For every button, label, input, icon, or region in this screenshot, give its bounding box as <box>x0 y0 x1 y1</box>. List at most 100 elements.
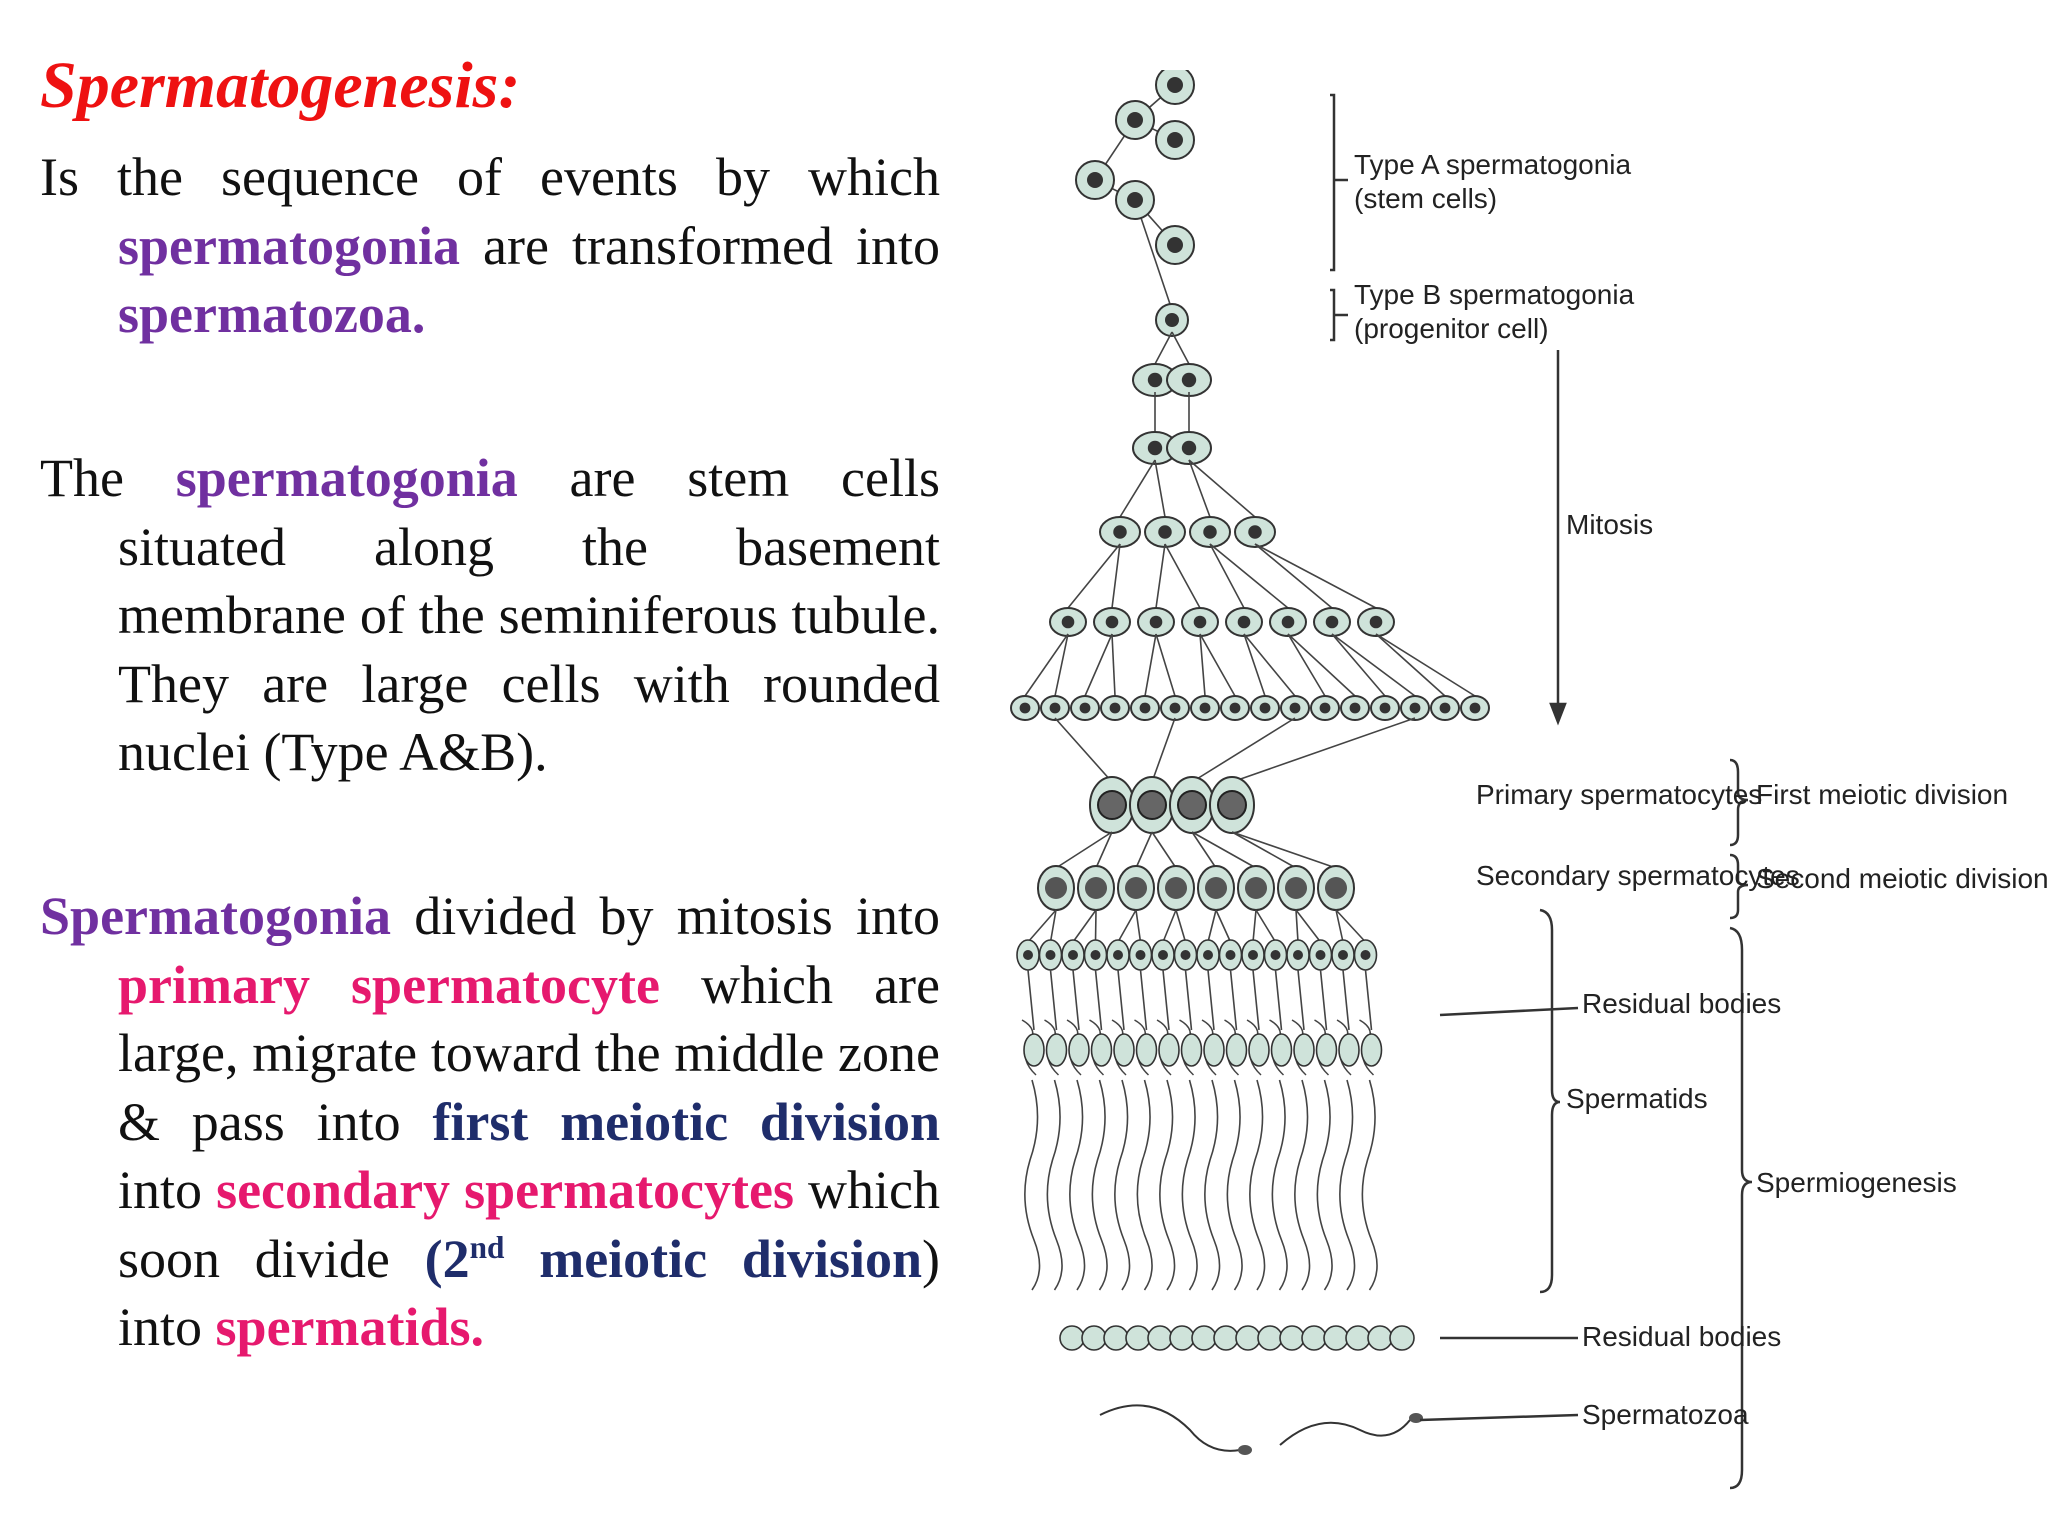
lineage-line <box>1209 543 1245 609</box>
lineage-line <box>1215 909 1232 943</box>
lineage-line <box>1243 633 1296 697</box>
lineage-line <box>1287 633 1356 697</box>
cell-nucleus <box>1061 615 1075 629</box>
lineage-line <box>1199 633 1206 697</box>
label-spermatids: Spermatids <box>1566 1083 1708 1114</box>
residual-body <box>1135 1033 1158 1067</box>
lineage-line <box>1342 969 1350 1031</box>
lineage-line <box>1135 909 1142 943</box>
cell-nucleus <box>1113 525 1127 539</box>
residual-body <box>1235 1325 1261 1351</box>
sperm-tail <box>1181 1079 1198 1291</box>
residual-body <box>1125 1325 1151 1351</box>
lineage-line <box>1229 969 1238 1031</box>
lineage-line <box>1335 909 1344 943</box>
term-secondary-spermatocytes: secondary spermatocytes <box>216 1160 794 1220</box>
lineage-line <box>1375 633 1446 697</box>
residual-body <box>1367 1325 1393 1351</box>
term-spermatogonia: Spermatogonia <box>40 886 391 946</box>
lineage-line <box>1027 969 1035 1031</box>
cell-nucleus <box>1045 877 1067 899</box>
cell-nucleus <box>1167 132 1183 148</box>
diagram-brackets <box>1330 93 1348 342</box>
lineage-line <box>1162 969 1170 1031</box>
lineage-line <box>1254 543 1333 609</box>
label-type-b-1: Type B spermatogonia <box>1354 279 1635 310</box>
cell-nucleus <box>1105 615 1119 629</box>
slide-title: Spermatogenesis: <box>40 49 521 122</box>
sperm-tail <box>1316 1079 1333 1291</box>
cell-nucleus <box>1169 702 1181 714</box>
cell-nucleus <box>1203 950 1213 960</box>
residual-body <box>1180 1033 1203 1067</box>
text-run: are stem cells situated along the baseme… <box>118 448 940 782</box>
text-run: Is the sequence of events by which <box>40 147 940 207</box>
text-run: (2 <box>424 1228 470 1289</box>
residual-body <box>1257 1325 1283 1351</box>
cell-nucleus <box>1158 525 1172 539</box>
label-type-b-2: (progenitor cell) <box>1354 313 1549 344</box>
label-spermatozoa: Spermatozoa <box>1582 1399 1749 1430</box>
text-run-second: (2nd <box>425 1229 505 1289</box>
lineage-line <box>1164 543 1201 609</box>
residual-body <box>1169 1325 1195 1351</box>
lineage-line <box>1139 969 1148 1031</box>
lineage-line <box>1117 969 1125 1031</box>
cell-nucleus <box>1147 372 1163 388</box>
cell-nucleus <box>1259 702 1271 714</box>
sperm-tail <box>1226 1079 1243 1291</box>
lineage-line <box>1111 633 1116 697</box>
cell-nucleus <box>1109 702 1121 714</box>
cell-nucleus <box>1158 950 1168 960</box>
lineage-line <box>1155 633 1176 697</box>
lineage-line <box>1072 969 1080 1031</box>
cell-nucleus <box>1315 950 1326 960</box>
residual-body <box>1248 1033 1270 1067</box>
residual-body <box>1293 1033 1315 1067</box>
cell-nucleus <box>1285 877 1307 899</box>
lineage-line <box>1155 543 1166 609</box>
cell-nucleus <box>1281 615 1295 629</box>
sperm-tail <box>1114 1079 1131 1291</box>
lineage-line <box>1252 909 1257 943</box>
cell-nucleus <box>1097 790 1127 820</box>
cell-nucleus <box>1049 702 1061 714</box>
residual-body <box>1315 1033 1338 1067</box>
spermatozoon <box>1279 1419 1411 1446</box>
residual-body <box>1045 1033 1068 1067</box>
term-spermatogonia: spermatogonia <box>118 215 460 276</box>
lineage-line <box>1207 969 1215 1031</box>
cell-nucleus <box>1205 877 1227 899</box>
lineage-line <box>1095 831 1113 869</box>
residual-body <box>1147 1325 1173 1351</box>
lineage-line <box>1175 909 1187 943</box>
sperm-tail <box>1069 1079 1086 1291</box>
lineage-line <box>1191 831 1257 869</box>
label-type-a-1: Type A spermatogonia <box>1354 149 1632 180</box>
residual-body <box>1270 1033 1293 1067</box>
residual-body <box>1158 1033 1180 1067</box>
residual-body <box>1279 1325 1305 1351</box>
superscript-nd: nd <box>469 1229 505 1265</box>
lineage-line <box>1151 831 1177 869</box>
lineage-line <box>1184 969 1193 1031</box>
cell-nucleus <box>1229 702 1241 714</box>
cell-nucleus <box>1177 790 1207 820</box>
cell-nucleus <box>1068 950 1078 960</box>
lineage-line <box>1067 543 1121 609</box>
sperm-tail <box>1136 1079 1153 1291</box>
lineage-line <box>1255 909 1277 943</box>
lineage-line <box>1287 633 1326 697</box>
lineage-line <box>1375 633 1476 697</box>
lineage-line <box>1231 717 1416 783</box>
cell-nucleus <box>1319 702 1331 714</box>
cell-nucleus <box>1181 372 1197 388</box>
term-spermatids: spermatids. <box>215 1297 485 1357</box>
meiosis-brackets <box>1419 758 1753 1490</box>
residual-body <box>1103 1325 1129 1351</box>
cell-nucleus <box>1045 950 1056 960</box>
lineage-line <box>1297 969 1305 1031</box>
lineage-line <box>1209 543 1289 609</box>
cell-nucleus <box>1349 702 1361 714</box>
cell-nucleus <box>1469 702 1481 714</box>
